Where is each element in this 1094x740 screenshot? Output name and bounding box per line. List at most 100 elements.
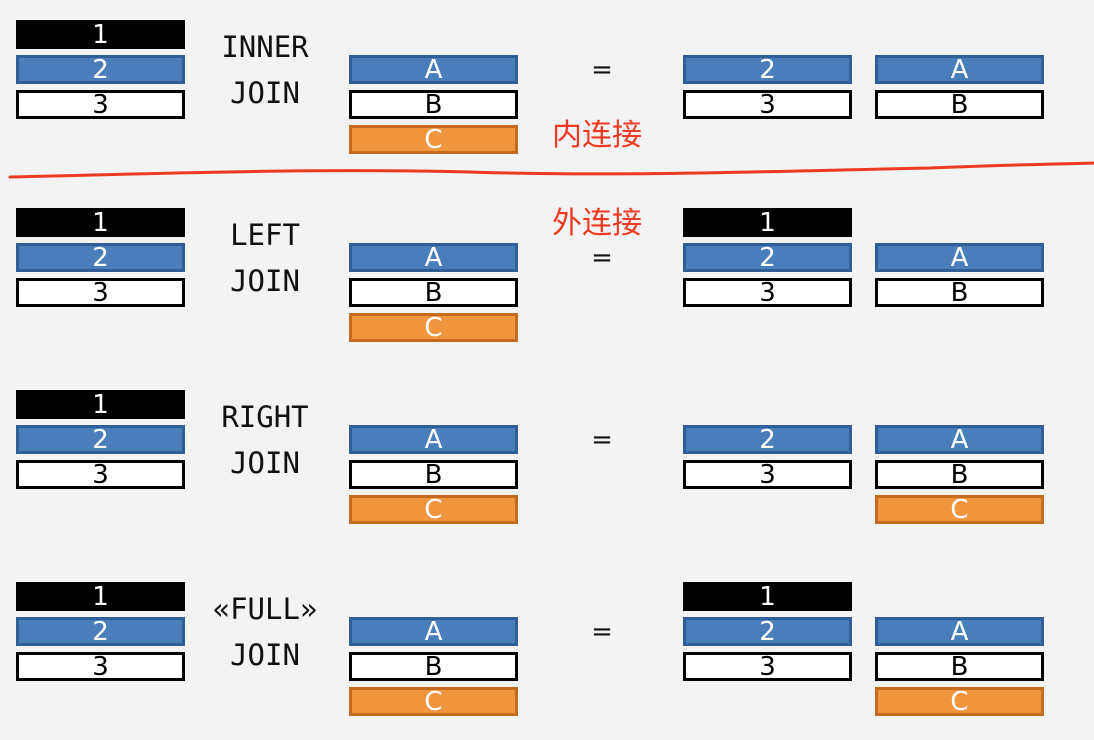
row-label: 3 bbox=[759, 90, 776, 119]
left-join-label: LEFT JOIN bbox=[190, 212, 340, 304]
row-label: C bbox=[424, 687, 443, 716]
result-left-row-1: 1 bbox=[683, 582, 852, 611]
row-label: B bbox=[950, 652, 969, 681]
row-label: 2 bbox=[759, 55, 776, 84]
row-label: 1 bbox=[92, 20, 109, 49]
row-label: C bbox=[950, 495, 969, 524]
result-left-row-3: 3 bbox=[683, 652, 852, 681]
right-table-row-c: C bbox=[349, 495, 518, 524]
left-table-row-1: 1 bbox=[16, 20, 185, 49]
row-label: A bbox=[424, 617, 443, 646]
row-label: 1 bbox=[92, 390, 109, 419]
left-table-row-2: 2 bbox=[16, 243, 185, 272]
inner-join-label: INNER JOIN bbox=[190, 24, 340, 116]
row-label: 2 bbox=[759, 617, 776, 646]
row-label: A bbox=[424, 55, 443, 84]
result-left-row-2: 2 bbox=[683, 243, 852, 272]
result-left-row-3: 3 bbox=[683, 278, 852, 307]
result-left-row-3: 3 bbox=[683, 460, 852, 489]
join-keyword: JOIN bbox=[230, 76, 300, 110]
row-label: C bbox=[950, 687, 969, 716]
left-table-row-1: 1 bbox=[16, 208, 185, 237]
equals-sign: = bbox=[591, 243, 613, 273]
row-label: B bbox=[424, 652, 443, 681]
outer-join-annotation: 外连接 bbox=[552, 206, 642, 241]
row-label: A bbox=[950, 243, 969, 272]
result-right-row-a: A bbox=[875, 55, 1044, 84]
row-label: A bbox=[950, 55, 969, 84]
result-right-row-b: B bbox=[875, 90, 1044, 119]
right-table-row-b: B bbox=[349, 652, 518, 681]
left-table-row-1: 1 bbox=[16, 582, 185, 611]
row-label: 1 bbox=[759, 582, 776, 611]
right-table-row-a: A bbox=[349, 617, 518, 646]
result-left-row-1: 1 bbox=[683, 208, 852, 237]
result-right-row-c: C bbox=[875, 495, 1044, 524]
row-label: 3 bbox=[92, 460, 109, 489]
right-table-row-b: B bbox=[349, 460, 518, 489]
result-right-row-a: A bbox=[875, 243, 1044, 272]
row-label: 3 bbox=[92, 90, 109, 119]
right-table-row-a: A bbox=[349, 243, 518, 272]
left-table-row-1: 1 bbox=[16, 390, 185, 419]
row-label: 3 bbox=[759, 652, 776, 681]
row-label: 2 bbox=[92, 617, 109, 646]
row-label: 2 bbox=[759, 425, 776, 454]
right-table-row-a: A bbox=[349, 55, 518, 84]
result-right-row-a: A bbox=[875, 617, 1044, 646]
left-table-row-2: 2 bbox=[16, 55, 185, 84]
left-table-row-3: 3 bbox=[16, 652, 185, 681]
row-label: C bbox=[424, 313, 443, 342]
result-left-row-2: 2 bbox=[683, 617, 852, 646]
right-table-row-b: B bbox=[349, 278, 518, 307]
row-label: 2 bbox=[92, 55, 109, 84]
right-table-row-a: A bbox=[349, 425, 518, 454]
left-table-row-2: 2 bbox=[16, 425, 185, 454]
row-label: 1 bbox=[759, 208, 776, 237]
join-keyword: JOIN bbox=[230, 264, 300, 298]
right-table-row-c: C bbox=[349, 687, 518, 716]
row-label: B bbox=[950, 460, 969, 489]
join-keyword: JOIN bbox=[230, 446, 300, 480]
left-table-row-3: 3 bbox=[16, 278, 185, 307]
equals-sign: = bbox=[591, 617, 613, 647]
row-label: 3 bbox=[92, 278, 109, 307]
right-join-label: RIGHT JOIN bbox=[190, 394, 340, 486]
row-label: B bbox=[950, 90, 969, 119]
result-right-row-c: C bbox=[875, 687, 1044, 716]
equals-sign: = bbox=[591, 55, 613, 85]
right-table-row-c: C bbox=[349, 125, 518, 154]
result-left-row-2: 2 bbox=[683, 425, 852, 454]
row-label: 1 bbox=[92, 208, 109, 237]
equals-sign: = bbox=[591, 425, 613, 455]
join-keyword: INNER bbox=[221, 30, 309, 64]
left-table-row-3: 3 bbox=[16, 460, 185, 489]
row-label: 2 bbox=[92, 425, 109, 454]
join-keyword: JOIN bbox=[230, 638, 300, 672]
row-label: A bbox=[950, 425, 969, 454]
row-label: C bbox=[424, 495, 443, 524]
result-left-row-3: 3 bbox=[683, 90, 852, 119]
row-label: B bbox=[424, 278, 443, 307]
row-label: A bbox=[424, 425, 443, 454]
result-left-row-2: 2 bbox=[683, 55, 852, 84]
result-right-row-b: B bbox=[875, 652, 1044, 681]
row-label: B bbox=[424, 90, 443, 119]
result-right-row-b: B bbox=[875, 460, 1044, 489]
full-join-label: «FULL» JOIN bbox=[190, 586, 340, 678]
row-label: 2 bbox=[92, 243, 109, 272]
inner-join-annotation: 内连接 bbox=[552, 118, 642, 153]
row-label: 3 bbox=[759, 278, 776, 307]
left-table-row-3: 3 bbox=[16, 90, 185, 119]
divider-stroke bbox=[8, 161, 1094, 179]
result-right-row-b: B bbox=[875, 278, 1044, 307]
row-label: 1 bbox=[92, 582, 109, 611]
row-label: A bbox=[950, 617, 969, 646]
row-label: B bbox=[950, 278, 969, 307]
row-label: 2 bbox=[759, 243, 776, 272]
right-table-row-b: B bbox=[349, 90, 518, 119]
row-label: 3 bbox=[92, 652, 109, 681]
join-keyword: RIGHT bbox=[221, 400, 309, 434]
join-keyword: «FULL» bbox=[212, 592, 318, 626]
row-label: C bbox=[424, 125, 443, 154]
